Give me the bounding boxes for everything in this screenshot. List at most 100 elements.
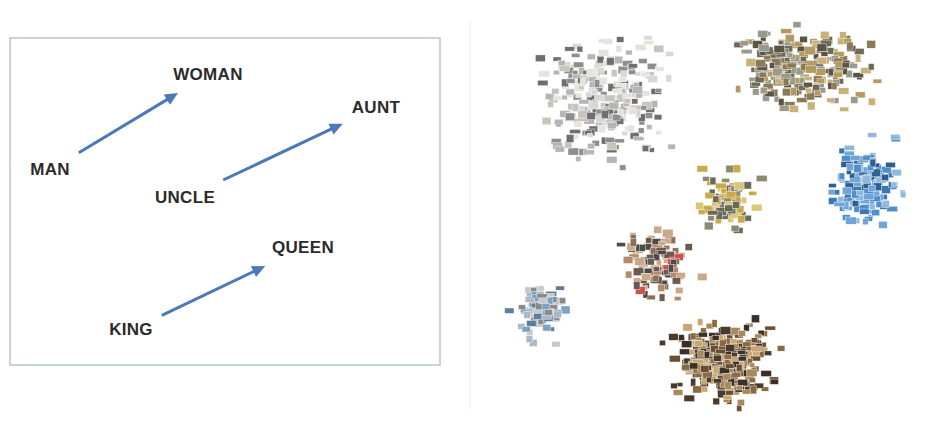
image-thumbnail: [891, 182, 897, 186]
arrow-shaft: [162, 270, 256, 315]
image-thumbnail: [785, 58, 790, 62]
image-thumbnail: [522, 327, 530, 333]
image-thumbnail: [751, 204, 762, 211]
image-thumbnail: [525, 287, 531, 293]
image-thumbnail: [555, 146, 565, 152]
image-thumbnail: [839, 173, 844, 180]
image-thumbnail: [703, 353, 709, 359]
image-thumbnail: [713, 196, 719, 202]
image-thumbnail: [714, 379, 722, 383]
image-thumbnail: [725, 364, 734, 368]
image-thumbnail: [698, 332, 707, 337]
arrow-shaft: [223, 128, 334, 180]
image-thumbnail: [535, 55, 545, 62]
image-thumbnail: [725, 391, 733, 396]
image-thumbnail: [863, 219, 869, 225]
image-thumbnail: [714, 355, 722, 361]
image-thumbnail: [746, 59, 756, 67]
image-thumbnail: [741, 197, 746, 203]
image-thumbnail: [598, 125, 605, 132]
image-thumbnail: [595, 80, 600, 88]
image-thumbnail: [744, 325, 750, 331]
image-thumbnail: [538, 319, 544, 324]
image-thumbnail: [626, 50, 632, 55]
image-thumbnail: [525, 298, 535, 303]
image-thumbnail: [850, 201, 860, 206]
image-thumbnail: [783, 78, 789, 86]
image-thumbnail: [642, 102, 653, 110]
image-thumbnail: [574, 122, 582, 127]
image-thumbnail: [853, 164, 863, 172]
image-thumbnail: [666, 75, 672, 82]
image-thumbnail: [629, 70, 636, 75]
image-thumbnail: [834, 202, 845, 206]
image-thumbnail: [749, 191, 757, 195]
image-thumbnail: [543, 324, 551, 331]
image-thumbnail: [725, 382, 732, 390]
image-thumbnail: [645, 113, 652, 119]
image-thumbnail: [828, 189, 834, 195]
image-thumbnail: [867, 40, 876, 48]
image-thumbnail: [805, 47, 816, 55]
image-thumbnail: [576, 156, 581, 161]
image-thumbnail: [851, 155, 861, 160]
image-thumbnail: [556, 286, 565, 290]
image-thumbnail: [568, 148, 579, 155]
image-thumbnail: [746, 369, 757, 376]
image-thumbnail: [560, 65, 570, 71]
image-thumbnail: [578, 110, 588, 118]
image-thumbnail: [855, 55, 861, 63]
image-thumbnail: [720, 327, 731, 335]
image-thumbnail: [531, 287, 537, 291]
image-thumbnail: [683, 324, 692, 331]
image-thumbnail: [658, 285, 665, 292]
image-thumbnail: [778, 39, 786, 44]
image-thumbnail: [561, 306, 570, 314]
image-thumbnail: [697, 166, 708, 172]
image-thumbnail: [736, 86, 741, 93]
image-thumbnail: [657, 250, 666, 254]
image-thumbnail: [597, 67, 603, 74]
image-thumbnail: [597, 68, 604, 74]
arrow-head: [164, 93, 178, 105]
image-thumbnail: [671, 260, 677, 265]
image-thumbnail: [541, 302, 549, 309]
image-thumbnail: [615, 56, 623, 63]
image-thumbnail: [785, 35, 794, 43]
image-thumbnail: [662, 229, 673, 237]
image-thumbnail: [726, 165, 733, 173]
word-node: QUEEN: [269, 236, 337, 260]
image-thumbnail: [682, 341, 692, 348]
arrow-shaft: [79, 98, 170, 153]
image-thumbnail: [873, 79, 882, 83]
image-thumbnail: [716, 183, 727, 189]
image-thumbnail: [756, 60, 766, 67]
frame-border: [10, 38, 440, 365]
image-thumbnail: [553, 311, 561, 318]
image-thumbnail: [672, 278, 680, 285]
image-thumbnail: [630, 239, 636, 247]
image-thumbnail: [614, 139, 625, 143]
image-thumbnail: [712, 335, 719, 340]
image-thumbnail: [777, 346, 785, 352]
image-thumbnail: [607, 58, 615, 66]
arrow-head: [328, 124, 342, 135]
image-thumbnail: [741, 49, 752, 53]
image-thumbnail: [765, 326, 776, 330]
image-thumbnail: [659, 340, 665, 345]
image-thumbnail: [606, 137, 615, 143]
image-thumbnail: [761, 371, 772, 377]
image-thumbnail: [654, 45, 664, 52]
image-thumbnail: [860, 209, 870, 214]
image-thumbnail: [698, 273, 708, 280]
image-thumbnail: [565, 47, 575, 51]
image-thumbnail: [789, 105, 798, 112]
image-thumbnail: [635, 44, 646, 50]
word-node: AUNT: [349, 96, 403, 120]
image-thumbnail: [576, 93, 582, 98]
image-thumbnail: [617, 243, 626, 247]
image-thumbnail: [738, 356, 746, 361]
image-thumbnail: [638, 128, 644, 133]
